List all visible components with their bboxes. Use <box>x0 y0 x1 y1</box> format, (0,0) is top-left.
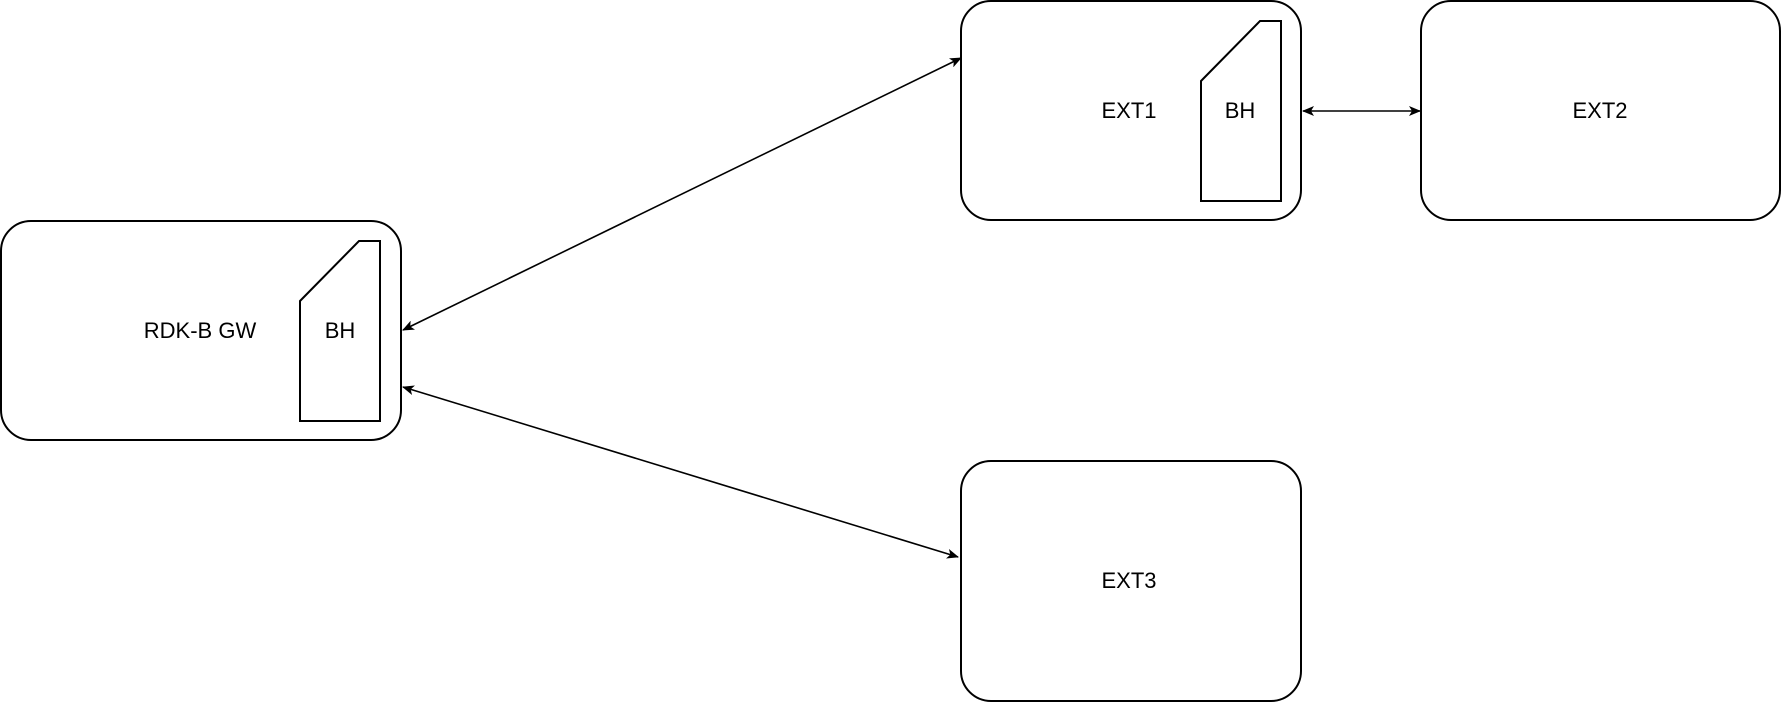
node-ext1[interactable]: EXT1 BH <box>960 0 1302 221</box>
node-ext2[interactable]: EXT2 <box>1420 0 1781 221</box>
node-ext1-label: EXT1 <box>1101 98 1156 123</box>
node-gateway-label: RDK-B GW <box>144 318 257 343</box>
gateway-backhaul-label: BH <box>325 318 356 343</box>
node-ext3-label: EXT3 <box>1101 568 1156 593</box>
node-gateway[interactable]: RDK-B GW BH <box>0 220 402 441</box>
ext1-backhaul-label: BH <box>1225 98 1256 123</box>
gateway-backhaul-icon <box>299 240 381 422</box>
link-gateway-ext3 <box>402 385 959 559</box>
node-ext3-box <box>960 460 1302 702</box>
link-gateway-ext1 <box>402 57 962 331</box>
node-ext2-label: EXT2 <box>1572 98 1627 123</box>
ext1-backhaul-icon <box>1200 20 1282 202</box>
node-ext3[interactable]: EXT3 <box>960 460 1302 702</box>
node-ext2-box <box>1420 0 1781 221</box>
